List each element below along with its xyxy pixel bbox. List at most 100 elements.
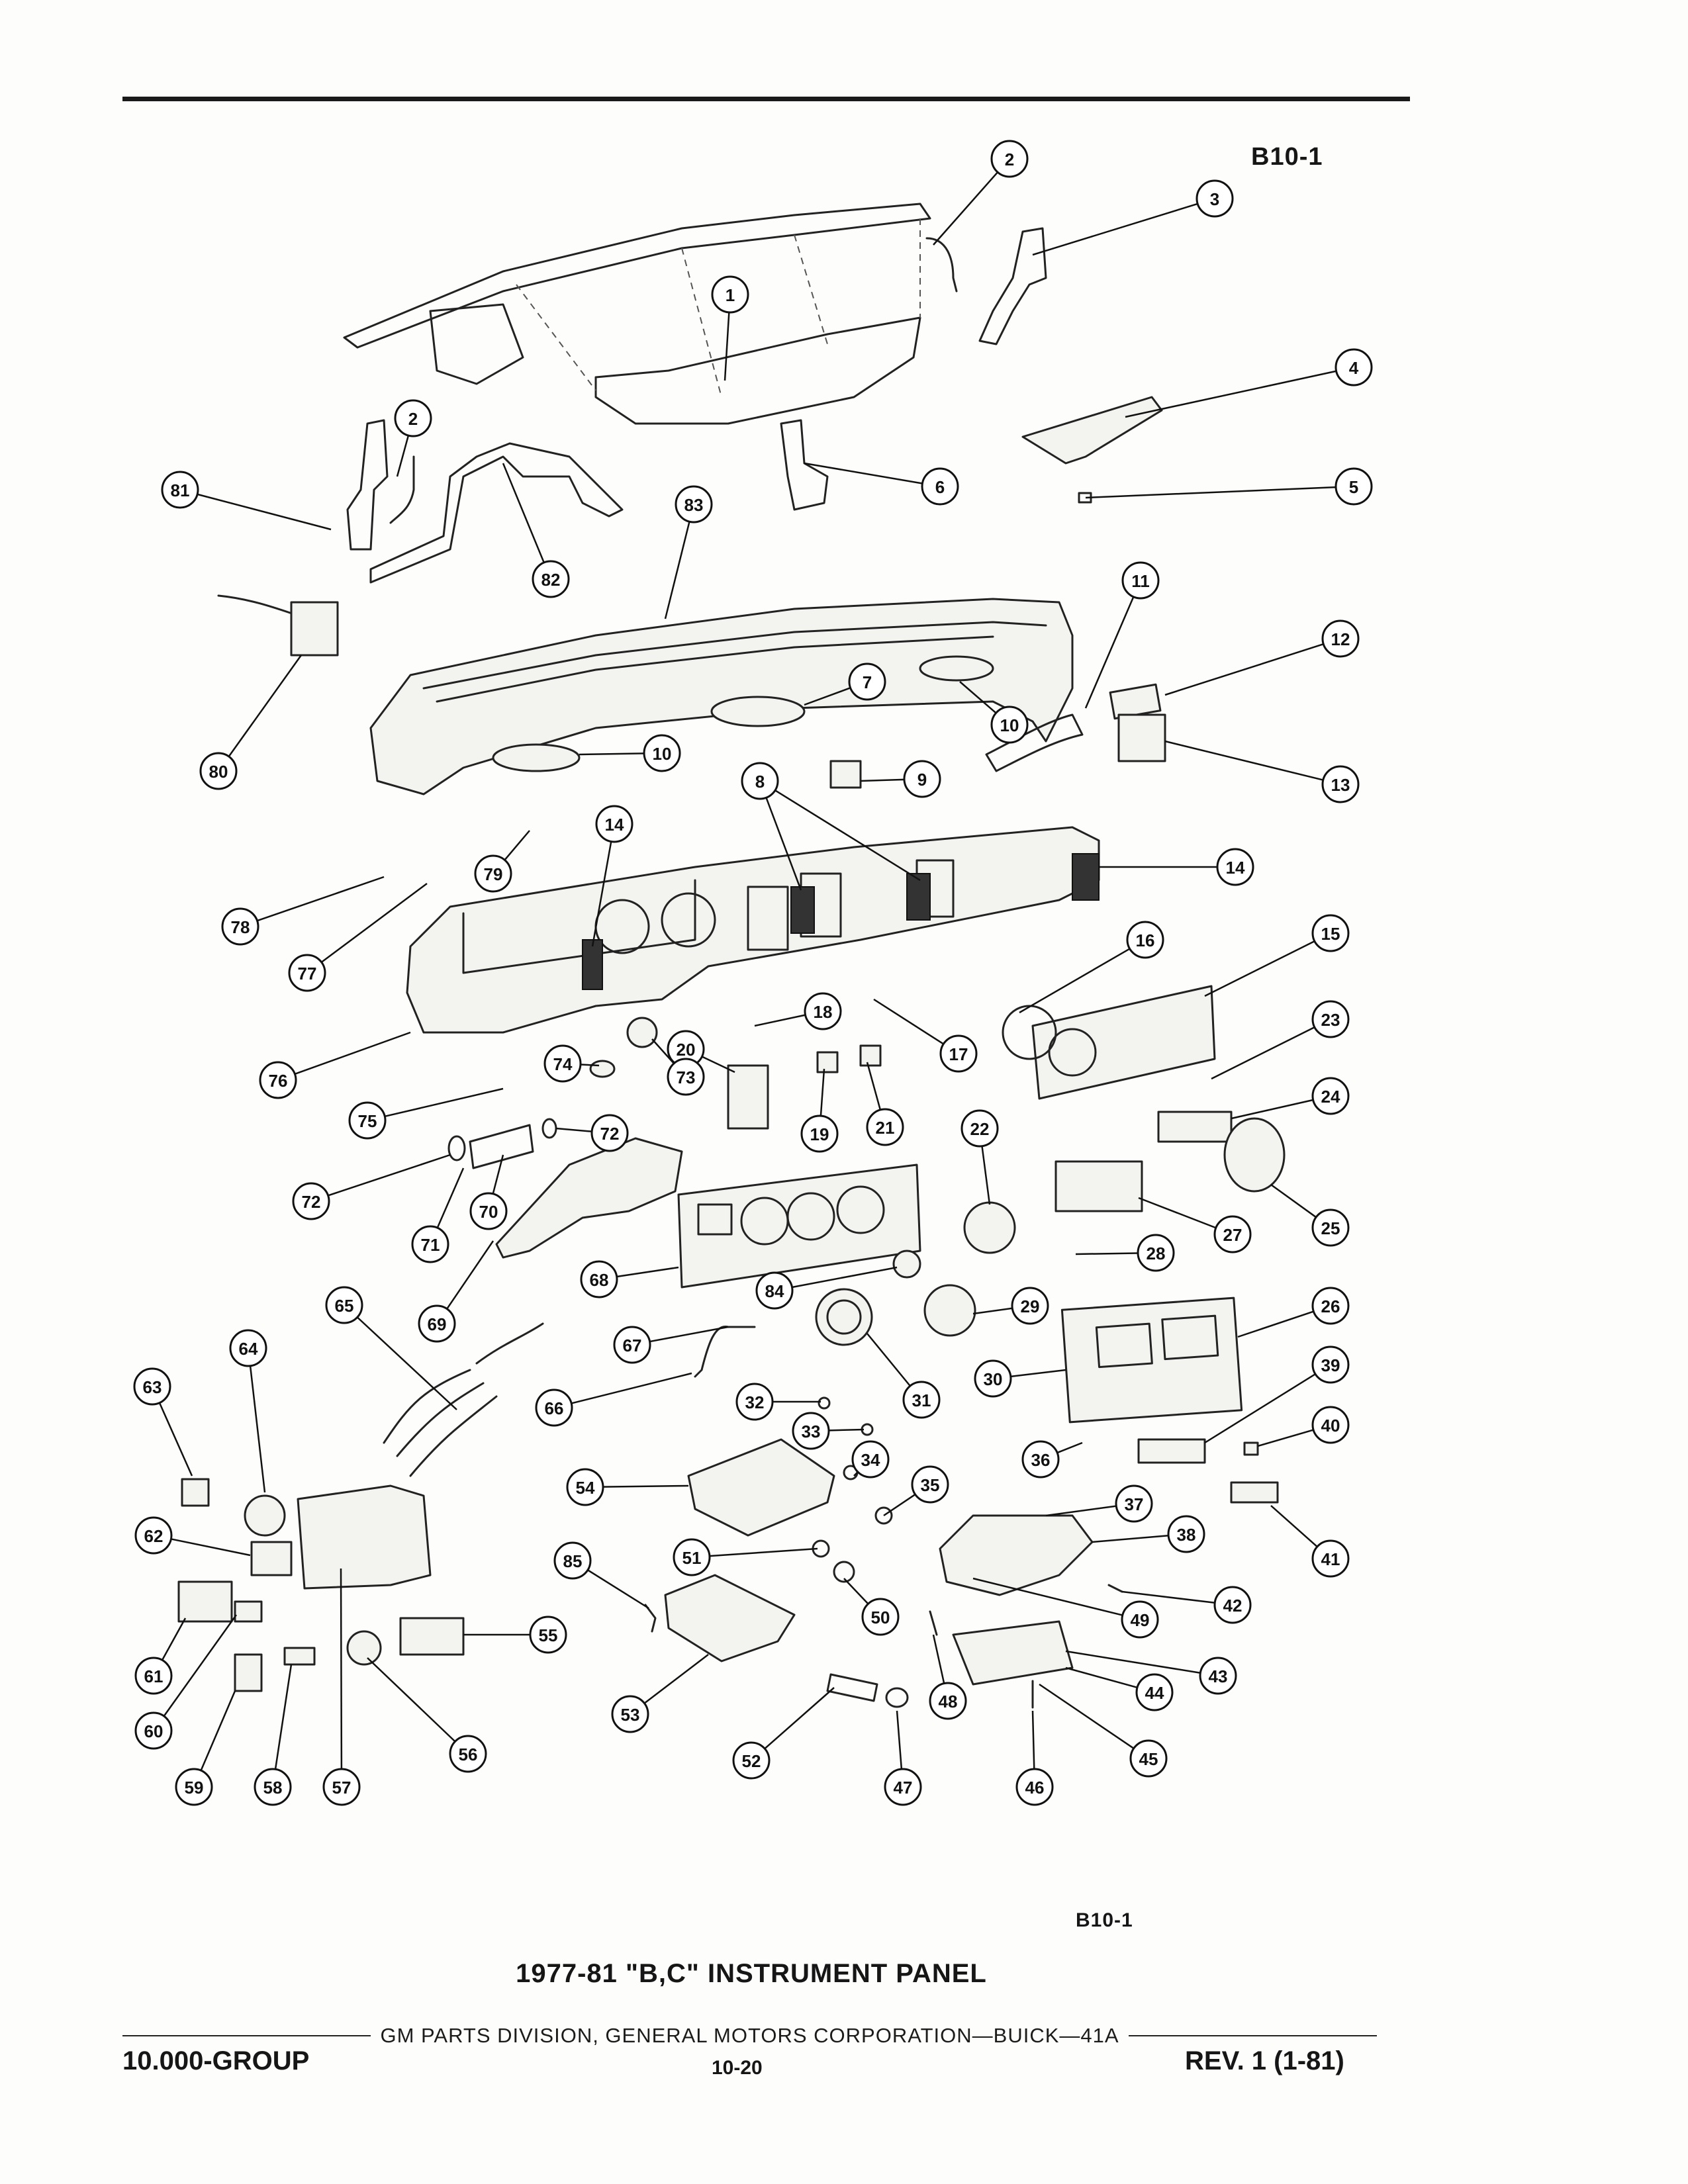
part-brace-82 — [369, 442, 624, 584]
callout-48: 48 — [929, 1682, 967, 1720]
part-clip-42 — [1107, 1584, 1123, 1593]
callout-41: 41 — [1311, 1539, 1350, 1578]
callout-72: 72 — [590, 1114, 629, 1152]
callout-22: 22 — [961, 1109, 999, 1148]
callout-label: 16 — [1136, 931, 1155, 950]
leader-line — [200, 1690, 236, 1771]
part-buzzer-61 — [177, 1580, 233, 1623]
callout-15: 15 — [1311, 914, 1350, 952]
part-relay-62 — [250, 1541, 293, 1576]
callout-label: 72 — [600, 1124, 620, 1144]
part-column-cover-69 — [495, 1137, 683, 1259]
leader-line — [804, 462, 923, 484]
leader-line — [873, 998, 944, 1045]
leader-line — [1032, 203, 1198, 256]
callout-circle — [1216, 848, 1254, 886]
callout-circle — [529, 1615, 567, 1654]
callout-label: 13 — [1331, 775, 1350, 795]
leader-line — [972, 1577, 1123, 1616]
callout-14: 14 — [1216, 848, 1254, 886]
callout-label: 1 — [726, 285, 735, 305]
part-relay-58 — [283, 1647, 316, 1666]
part-flasher-64 — [244, 1494, 286, 1537]
callout-label: 58 — [263, 1778, 283, 1797]
callout-label: 59 — [185, 1778, 204, 1797]
callout-label: 85 — [563, 1551, 583, 1571]
callout-circle — [221, 907, 259, 946]
callout-label: 81 — [171, 480, 190, 500]
callout-label: 24 — [1321, 1087, 1340, 1107]
callout-label: 71 — [421, 1235, 440, 1255]
callout-circle — [1011, 1287, 1049, 1325]
leader-line — [1164, 643, 1324, 696]
leader-line — [257, 876, 385, 922]
part-tube-70 — [469, 1124, 534, 1169]
callout-84: 84 — [755, 1271, 794, 1310]
callout-43: 43 — [1199, 1657, 1237, 1695]
leader-line — [981, 1146, 991, 1205]
callout-68: 68 — [580, 1260, 618, 1298]
callout-label: 42 — [1223, 1596, 1243, 1615]
part-relay-59 — [234, 1653, 263, 1692]
callout-label: 40 — [1321, 1416, 1340, 1435]
callout-circle — [921, 467, 959, 506]
part-ring-72b — [541, 1118, 557, 1139]
leader-line — [1257, 1429, 1314, 1447]
part-gauge-31 — [815, 1288, 873, 1346]
callout-circle — [861, 1598, 900, 1636]
leader-line — [274, 1664, 293, 1770]
callout-label: 79 — [484, 864, 503, 884]
callout-54: 54 — [566, 1468, 604, 1506]
callout-circle — [903, 760, 941, 798]
part-speaker-10a — [492, 743, 581, 772]
callout-4: 4 — [1335, 348, 1373, 387]
part-switch-80 — [290, 601, 339, 657]
callout-circle — [474, 854, 512, 893]
callout-circle — [673, 1538, 711, 1576]
callout-62: 62 — [134, 1516, 173, 1555]
part-speaker-10b — [919, 655, 994, 682]
callout-69: 69 — [418, 1304, 456, 1343]
leader-line — [1092, 1535, 1169, 1543]
callout-label: 10 — [653, 744, 672, 764]
callout-label: 47 — [894, 1778, 913, 1797]
part-lighter-52 — [826, 1673, 878, 1702]
callout-34: 34 — [851, 1440, 890, 1479]
callout-46: 46 — [1015, 1768, 1054, 1806]
callout-circle — [1213, 1586, 1252, 1624]
part-panel-carrier — [406, 826, 1100, 1034]
leader-line — [1231, 1099, 1313, 1120]
leader-line — [701, 1056, 735, 1073]
callout-42: 42 — [1213, 1586, 1252, 1624]
callout-27: 27 — [1213, 1215, 1252, 1253]
callout-circle — [469, 1192, 508, 1230]
callout-label: 63 — [143, 1377, 162, 1397]
callout-circle — [1311, 1539, 1350, 1578]
leader-line — [664, 521, 690, 619]
leader-line — [820, 1068, 825, 1116]
callout-circle — [848, 662, 886, 701]
callout-label: 14 — [605, 815, 624, 835]
part-gauge-84 — [892, 1250, 921, 1279]
leader-line — [1045, 1505, 1117, 1517]
callout-37: 37 — [1115, 1484, 1153, 1523]
callout-circle — [322, 1768, 361, 1806]
callout-16: 16 — [1126, 921, 1164, 959]
leader-line — [328, 1154, 451, 1197]
leader-line — [320, 882, 428, 963]
part-connector-12 — [1109, 683, 1162, 720]
leader-line — [1211, 1026, 1315, 1080]
leader-line — [1270, 1183, 1317, 1218]
callout-55: 55 — [529, 1615, 567, 1654]
callout-label: 69 — [428, 1314, 447, 1334]
leader-line — [504, 830, 530, 861]
part-wire-2a — [925, 237, 958, 293]
callout-label: 78 — [231, 917, 250, 937]
leader-line — [158, 1402, 193, 1477]
part-plate-39 — [1137, 1438, 1206, 1464]
callout-50: 50 — [861, 1598, 900, 1636]
callout-52: 52 — [732, 1741, 771, 1780]
leader-line — [591, 841, 612, 947]
callout-circle — [735, 1383, 774, 1421]
leader-lines — [158, 171, 1336, 1771]
